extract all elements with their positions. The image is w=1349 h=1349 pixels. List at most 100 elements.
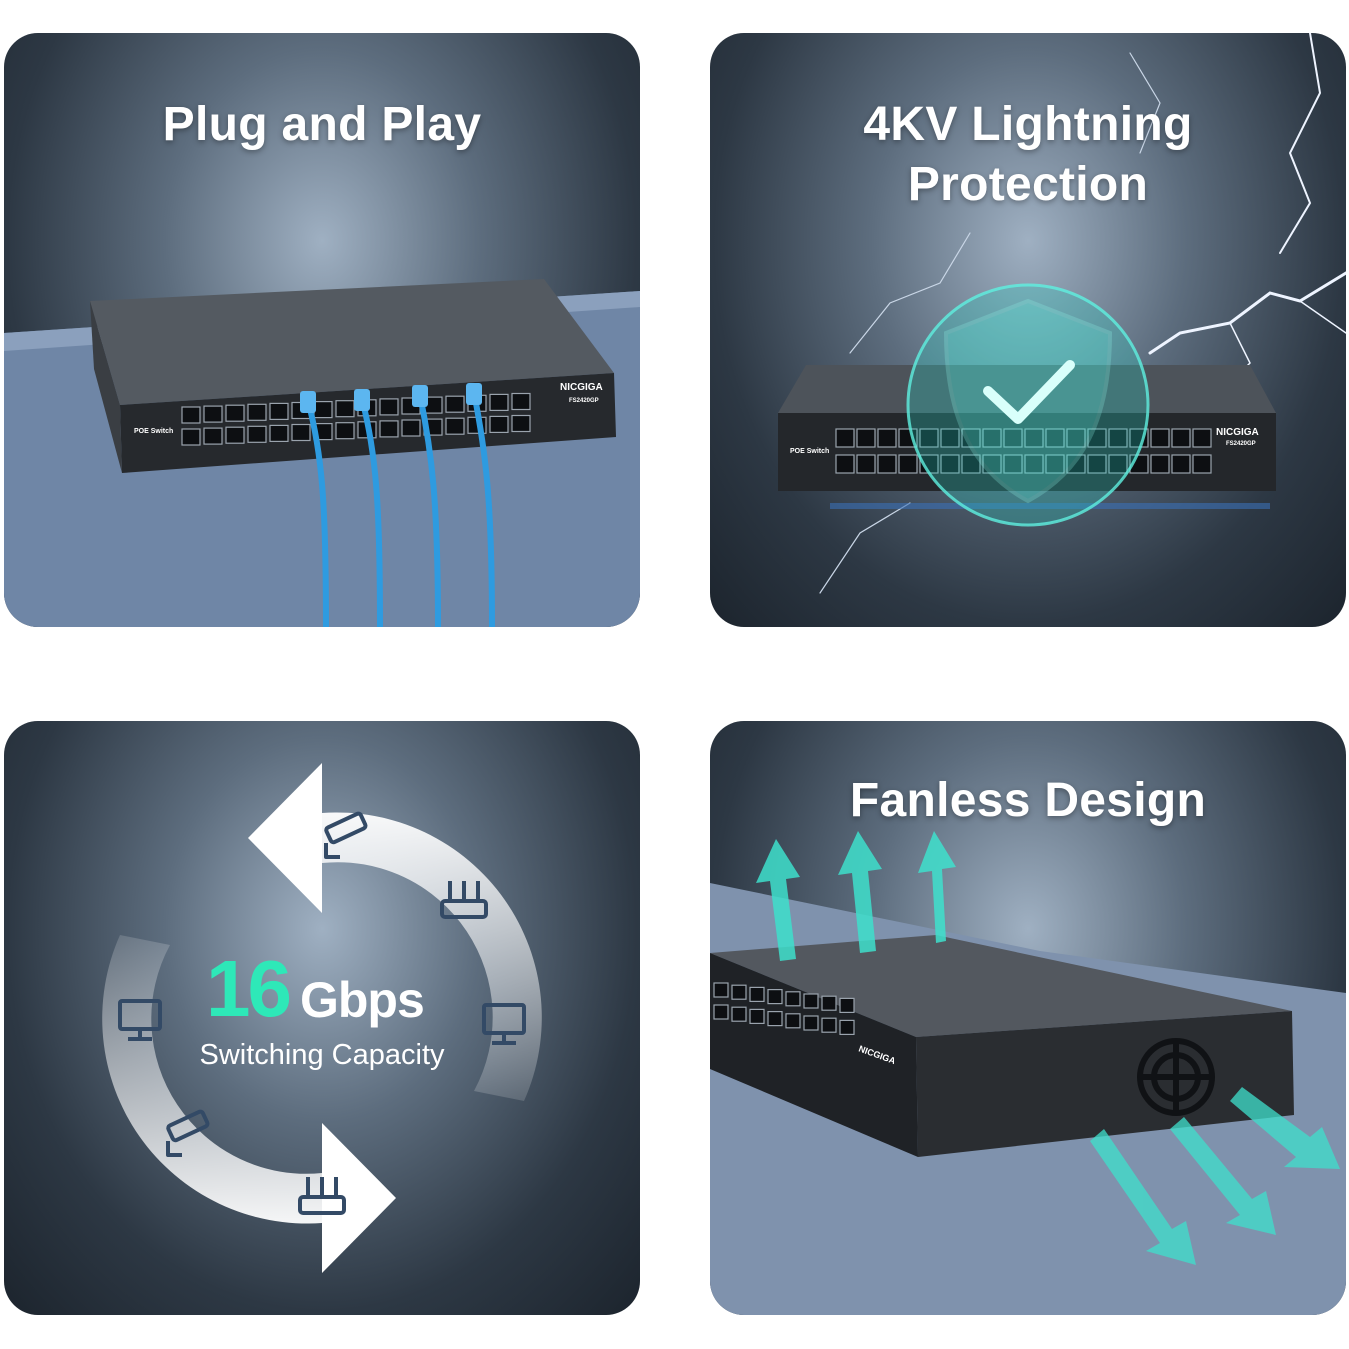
ethernet-port bbox=[225, 426, 245, 444]
ethernet-port bbox=[749, 1008, 765, 1024]
ethernet-port bbox=[940, 454, 960, 474]
ethernet-port bbox=[839, 997, 855, 1013]
ethernet-port bbox=[821, 1017, 837, 1033]
ethernet-port bbox=[877, 454, 897, 474]
ethernet-port bbox=[803, 1015, 819, 1031]
ethernet-port bbox=[1171, 428, 1191, 448]
ethernet-port bbox=[269, 402, 289, 420]
ethernet-port bbox=[1108, 428, 1128, 448]
ethernet-port bbox=[247, 403, 267, 421]
ethernet-port bbox=[961, 428, 981, 448]
ethernet-port bbox=[731, 984, 747, 1000]
switching-capacity-panel: 16 Gbps Switching Capacity bbox=[4, 721, 640, 1315]
ethernet-port bbox=[335, 400, 355, 418]
model-label: FS2420GP bbox=[569, 398, 599, 404]
poe-switch-label: POE Switch bbox=[134, 428, 173, 435]
airflow-arrow-icon bbox=[1090, 1087, 1340, 1265]
ethernet-port bbox=[1087, 454, 1107, 474]
ethernet-port bbox=[269, 424, 289, 442]
ethernet-port bbox=[1108, 454, 1128, 474]
ethernet-port bbox=[181, 406, 201, 424]
ethernet-port bbox=[379, 398, 399, 416]
lightning-protection-panel: POE Switch NICGIGA FS2420GP 4KV Lightnin… bbox=[710, 33, 1346, 627]
cctv-camera-icon bbox=[324, 811, 368, 859]
lightning-illustration: POE Switch NICGIGA FS2420GP bbox=[778, 33, 1346, 594]
ethernet-port bbox=[291, 423, 311, 442]
shield-check-icon bbox=[906, 283, 1150, 527]
ethernet-port bbox=[1150, 428, 1170, 448]
lower-arrow-head bbox=[322, 1123, 396, 1273]
switch-front bbox=[710, 953, 918, 1157]
plug-and-play-panel: POE Switch NICGIGA FS2420GP Plug and Pla… bbox=[4, 33, 640, 627]
ethernet-port bbox=[803, 993, 819, 1009]
airflow-arrow-icon bbox=[756, 831, 956, 961]
ethernet-port bbox=[1003, 454, 1023, 474]
ethernet-port bbox=[713, 1004, 729, 1020]
brand-label: NICGIGA bbox=[1216, 427, 1259, 438]
ethernet-port bbox=[511, 392, 531, 411]
ethernet-port bbox=[225, 404, 245, 422]
cctv-camera-icon bbox=[166, 1109, 210, 1157]
ethernet-port bbox=[1171, 454, 1191, 474]
lightning-bolt-icon bbox=[819, 33, 1346, 594]
ethernet-port bbox=[1066, 428, 1086, 448]
network-cables bbox=[305, 390, 495, 627]
ethernet-port bbox=[1024, 454, 1044, 474]
switch-front bbox=[778, 413, 1276, 491]
ethernet-port bbox=[247, 425, 267, 443]
fan-vent-icon bbox=[1137, 1038, 1215, 1116]
ethernet-port bbox=[489, 393, 509, 411]
switch-top bbox=[90, 279, 614, 405]
plug-switch-illustration: POE Switch NICGIGA FS2420GP bbox=[4, 279, 640, 627]
brand-label: NICGIGA bbox=[560, 382, 603, 393]
ethernet-port bbox=[835, 454, 855, 474]
router-icon bbox=[440, 881, 488, 919]
ethernet-port bbox=[961, 454, 981, 474]
switch-top bbox=[710, 935, 1292, 1037]
ethernet-port bbox=[785, 1013, 801, 1029]
model-label: FS2420GP bbox=[1226, 441, 1256, 447]
ethernet-port bbox=[1066, 454, 1086, 474]
ethernet-port bbox=[919, 428, 939, 448]
fanless-design-panel: NICGIGA Fanless Design bbox=[710, 721, 1346, 1315]
ethernet-port bbox=[445, 395, 465, 413]
ethernet-port bbox=[713, 982, 729, 998]
lightning-title-line1: 4KV Lightning bbox=[863, 98, 1193, 151]
ethernet-port bbox=[785, 991, 801, 1007]
ethernet-port bbox=[489, 415, 509, 433]
router-icon bbox=[298, 1177, 346, 1215]
ethernet-ports bbox=[835, 428, 1212, 474]
ethernet-port bbox=[731, 1006, 747, 1022]
ethernet-port bbox=[767, 1011, 783, 1027]
capacity-value: 16 bbox=[206, 944, 292, 1033]
ethernet-port bbox=[1045, 454, 1065, 474]
ethernet-port bbox=[940, 428, 960, 448]
ethernet-port bbox=[1087, 428, 1107, 448]
ethernet-port bbox=[335, 422, 355, 440]
ethernet-port bbox=[379, 420, 399, 438]
ethernet-port bbox=[203, 427, 223, 445]
ethernet-port bbox=[1003, 428, 1023, 448]
ethernet-port bbox=[313, 401, 333, 419]
capacity-cycle-graphic bbox=[102, 763, 542, 1273]
ethernet-port bbox=[203, 405, 223, 423]
fanless-title: Fanless Design bbox=[849, 774, 1207, 827]
capacity-unit: Gbps bbox=[300, 972, 425, 1028]
ethernet-port bbox=[982, 428, 1002, 448]
ethernet-port bbox=[511, 414, 531, 433]
ethernet-port bbox=[767, 989, 783, 1005]
lightning-title-line2: Protection bbox=[907, 158, 1149, 211]
plug-title: Plug and Play bbox=[162, 98, 482, 151]
ethernet-port bbox=[856, 454, 876, 474]
ethernet-port bbox=[839, 1019, 855, 1035]
ethernet-port bbox=[1045, 428, 1065, 448]
ethernet-port bbox=[749, 986, 765, 1002]
ethernet-port bbox=[877, 428, 897, 448]
poe-switch-label: POE Switch bbox=[790, 448, 829, 455]
ethernet-port bbox=[1024, 428, 1044, 448]
upper-cycle-arc bbox=[322, 812, 542, 1101]
ethernet-port bbox=[982, 454, 1002, 474]
ethernet-port bbox=[1150, 454, 1170, 474]
ethernet-ports bbox=[713, 982, 855, 1035]
ethernet-port bbox=[1192, 428, 1212, 448]
